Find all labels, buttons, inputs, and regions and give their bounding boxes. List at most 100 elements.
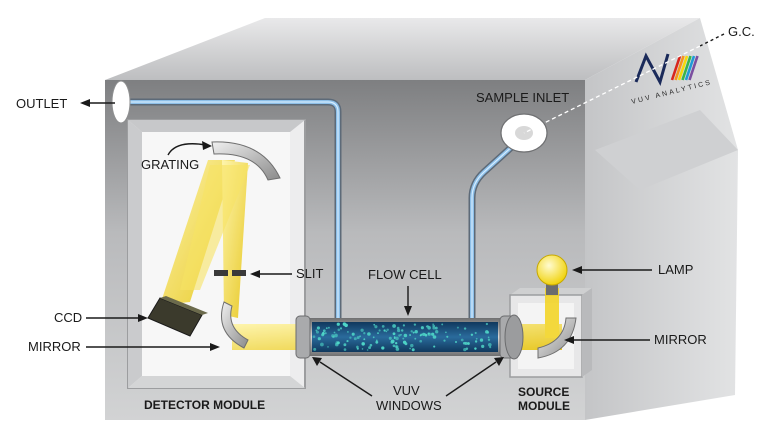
gas-particle: [369, 343, 373, 347]
label-mirror-right: MIRROR: [654, 332, 707, 347]
gas-particle: [409, 347, 411, 350]
gas-particle: [466, 342, 470, 345]
gas-particle: [394, 345, 398, 348]
gas-particle: [381, 346, 385, 350]
gas-particle: [487, 338, 491, 341]
label-vuv-windows-line2: WINDOWS: [376, 398, 442, 413]
gas-particle: [398, 334, 401, 337]
gas-particle: [378, 329, 381, 332]
gas-particles: [312, 322, 492, 352]
gas-particle: [427, 332, 432, 337]
gas-particle: [465, 347, 469, 351]
gas-particle: [347, 331, 349, 333]
gas-particle: [489, 346, 492, 349]
gas-particle: [386, 328, 389, 332]
gas-particle: [324, 332, 327, 335]
gas-particle: [346, 340, 349, 343]
logo-color-stripes: [670, 55, 699, 81]
gas-particle: [361, 348, 364, 350]
gas-particle: [322, 331, 325, 335]
gas-particle: [349, 336, 352, 339]
gas-particle: [392, 332, 396, 336]
gas-particle: [333, 331, 336, 334]
gas-particle: [375, 340, 379, 344]
gas-particle: [419, 334, 422, 337]
gas-particle: [413, 323, 417, 326]
gas-particle: [404, 342, 408, 346]
label-outlet: OUTLET: [16, 96, 67, 111]
housing-top-face: [105, 18, 700, 80]
gas-particle: [356, 336, 360, 340]
gas-particle: [433, 345, 436, 348]
gas-particle: [316, 326, 320, 330]
gas-particle: [412, 331, 415, 334]
gas-particle: [411, 348, 415, 352]
gas-particle: [474, 340, 478, 343]
gas-particle: [441, 323, 444, 326]
flow-cell: [295, 314, 524, 360]
beam-vertical-source: [545, 288, 559, 338]
gas-particle: [395, 342, 398, 345]
vuv-window-left: [295, 315, 311, 359]
outlet-port: [111, 80, 131, 124]
housing-right-shade: [595, 110, 738, 190]
gas-particle: [351, 332, 355, 336]
gas-particle: [336, 341, 340, 345]
label-detector-module: DETECTOR MODULE: [144, 398, 265, 412]
gas-particle: [487, 336, 490, 339]
gas-particle: [356, 347, 359, 350]
gas-particle: [342, 322, 347, 326]
label-gc: G.C.: [728, 24, 755, 39]
ccd-sensor-icon: [147, 296, 208, 337]
label-source-module-line1: SOURCE: [518, 385, 569, 399]
gas-particle: [337, 328, 341, 332]
gas-particle: [414, 337, 417, 340]
gas-particle: [485, 322, 489, 326]
gas-particle: [432, 323, 434, 326]
lamp-icon: [536, 254, 568, 295]
label-flow-cell: FLOW CELL: [368, 267, 442, 282]
label-lamp: LAMP: [658, 262, 693, 277]
label-sample-inlet: SAMPLE INLET: [476, 90, 569, 105]
gas-particle: [445, 331, 447, 334]
gas-particle: [388, 336, 392, 340]
gas-particle: [395, 347, 400, 351]
gas-particle: [464, 341, 468, 345]
logo-stripe: [670, 55, 682, 81]
logo-stripe: [674, 55, 685, 81]
gas-particle: [474, 331, 477, 335]
gas-particle: [479, 338, 484, 342]
gas-particle: [360, 328, 364, 332]
gas-particle: [368, 346, 372, 350]
gas-particle: [322, 329, 326, 333]
gas-particle: [372, 336, 375, 339]
slit-icon: [214, 270, 246, 276]
label-vuv-windows-line1: VUV: [393, 383, 420, 398]
gas-particle: [393, 337, 396, 340]
gas-particle: [392, 344, 396, 348]
gas-particle: [460, 338, 464, 342]
gas-particle: [403, 333, 408, 338]
gas-particle: [419, 339, 423, 343]
gas-particle: [434, 326, 438, 330]
gas-particle: [425, 325, 428, 328]
gas-particle: [367, 332, 371, 336]
gas-particle: [383, 329, 386, 332]
gas-particle: [395, 336, 399, 341]
gas-particle: [402, 337, 405, 340]
gas-particle: [377, 332, 379, 334]
gas-particle: [435, 330, 439, 334]
gas-particle: [390, 340, 394, 344]
gas-particle: [385, 330, 388, 333]
gas-particle: [443, 339, 446, 342]
gas-particle: [396, 326, 400, 330]
gas-particle: [487, 342, 492, 347]
gas-particle: [396, 328, 401, 333]
gas-particle: [463, 347, 467, 352]
gas-particle: [485, 330, 489, 334]
gas-particle: [327, 346, 329, 348]
gas-particle: [431, 332, 435, 336]
label-grating: GRATING: [141, 157, 199, 172]
gas-particle: [336, 322, 340, 326]
